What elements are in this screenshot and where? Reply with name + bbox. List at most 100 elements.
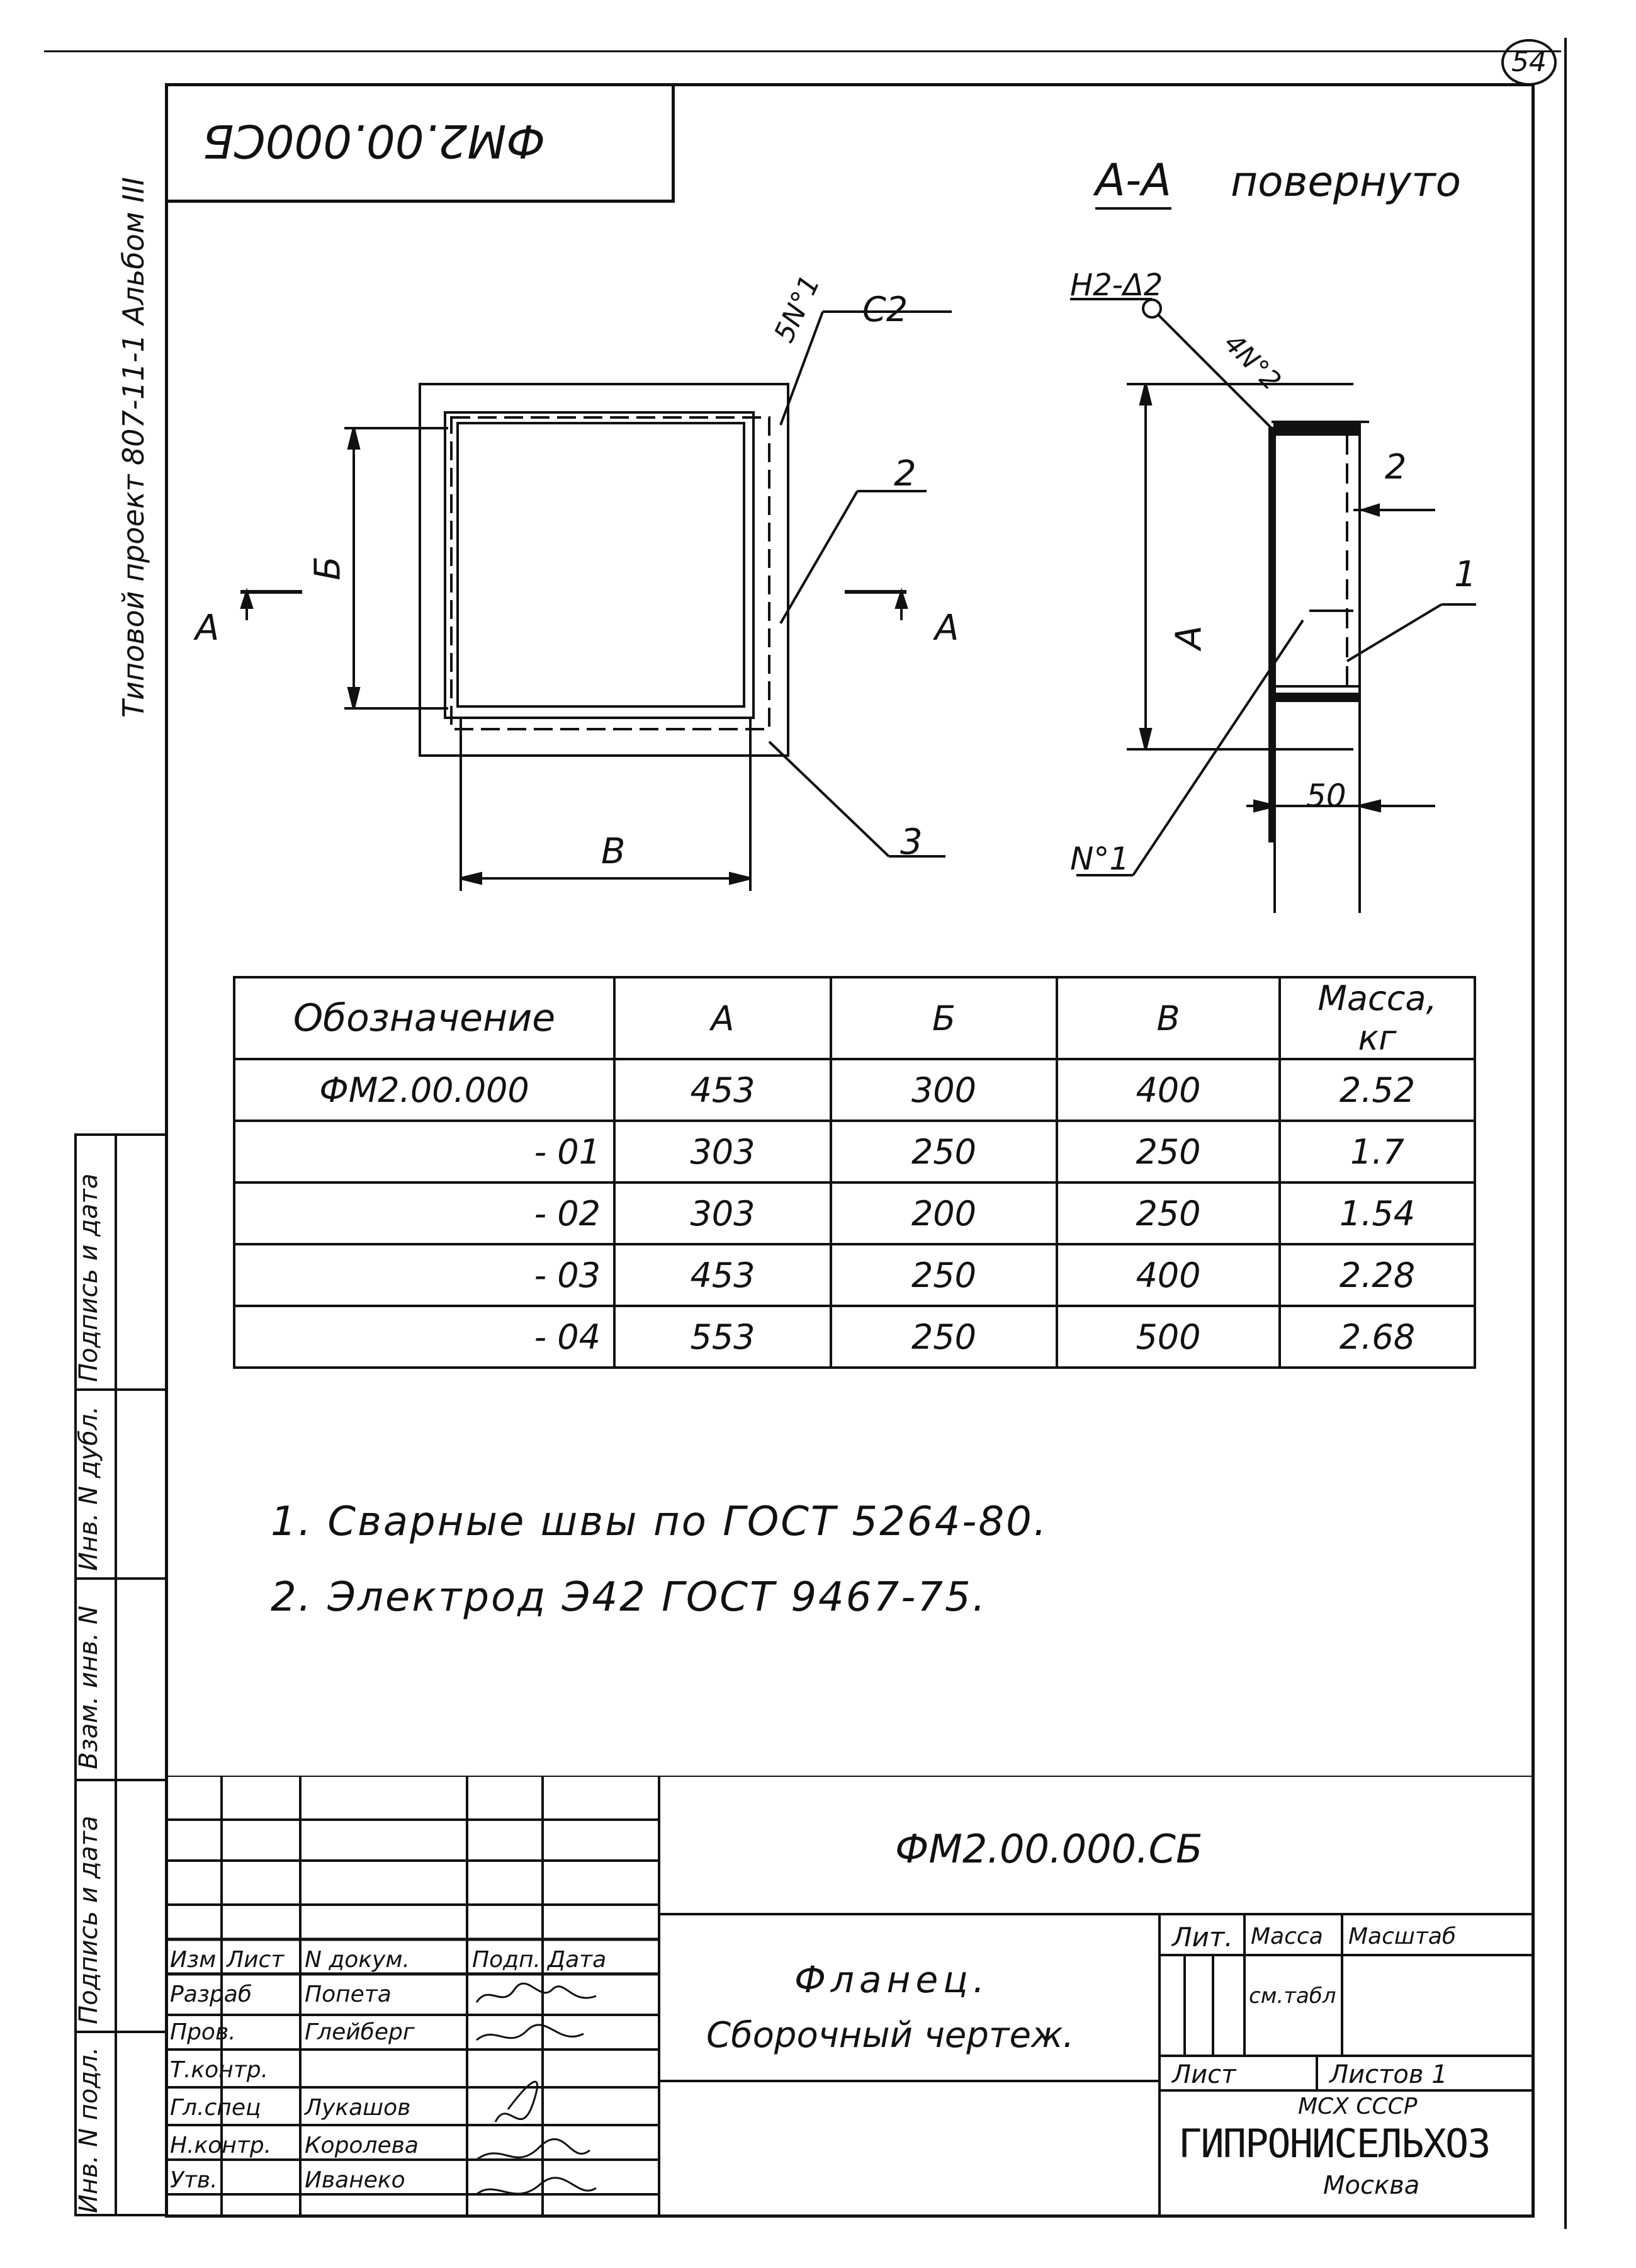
position-2-section: 2 [1385,447,1407,487]
note-2: 2. Электрод Э42 ГОСТ 9467-75. [271,1574,988,1621]
tb-name-chief-spec: Лукашов [305,2095,411,2121]
cell-a: 453 [613,1243,832,1307]
header-designation: Обозначение [233,976,616,1060]
tb-col-sign: Подп. [472,1947,541,1973]
tb-name-checker: Глейберг [305,2019,415,2045]
note-n1-label: N°1 [1070,841,1130,877]
margin-stamp-divider [115,1133,117,2216]
header-a: А [613,976,832,1060]
table-row: - 02 303 200 250 1.54 [233,1181,1476,1245]
cell-b: 200 [830,1181,1058,1245]
tb-role-checker: Пров. [170,2019,236,2045]
tb-mass-value: см.табл [1249,1983,1336,2009]
tb-col-list: Лист [227,1947,285,1973]
code-stamp: ФМ2.00.000СБ [165,83,675,203]
table-header-row: Обозначение А Б В Масса, кг [233,976,1476,1060]
cell-a: 553 [613,1305,832,1369]
cell-mass: 2.28 [1278,1243,1476,1307]
margin-line-2 [74,1577,165,1580]
cell-v: 250 [1056,1120,1281,1184]
project-margin-text: Типовой проект 807-11-1 Альбом III [116,177,150,718]
cell-a: 453 [613,1058,832,1122]
cell-b: 250 [830,1243,1058,1307]
section-view [1070,298,1476,913]
margin-line-3 [74,1779,165,1781]
page-number-circle: 54 [1501,39,1557,86]
cell-v: 400 [1056,1058,1281,1122]
margin-line-4 [74,2031,165,2033]
table-row: ФМ2.00.000 453 300 400 2.52 [233,1058,1476,1122]
margin-label-orig-inv: Инв. N подл. [74,2046,103,2213]
cell-a: 303 [613,1181,832,1245]
position-1: 1 [1454,554,1477,595]
tb-mass-label: Масса [1251,1924,1323,1949]
dim-v-label: В [601,831,626,872]
tb-role-tech-control: Т.контр. [170,2057,269,2083]
flange-outer [419,383,789,757]
cell-b: 250 [830,1120,1058,1184]
tb-sheets-label: Листов 1 [1329,2060,1448,2089]
tb-org-line3: Москва [1323,2171,1420,2200]
frame-dashed [450,416,770,730]
cut-label-left: А [195,608,220,649]
tb-role-approved: Утв. [170,2167,218,2193]
weld-mark-c2: С2 [862,290,908,329]
dim-a-label: А [1168,625,1210,650]
dim-b-label: Б [307,556,349,581]
cell-v: 500 [1056,1305,1281,1369]
cut-label-right: А [935,608,959,649]
cell-mass: 1.54 [1278,1181,1476,1245]
margin-label-sign-date-2: Подпись и дата [74,1815,103,2024]
margin-label-repl-inv: Взам. инв. N [74,1606,103,1769]
position-3: 3 [900,822,923,863]
tb-name-line1: Фланец. [794,1958,990,2001]
cell-b: 300 [830,1058,1058,1122]
cell-designation: ФМ2.00.000 [233,1058,616,1122]
header-mass: Масса, кг [1278,976,1476,1060]
tb-role-norm-control: Н.контр. [170,2133,272,2158]
cell-mass: 2.68 [1278,1305,1476,1369]
signatures [475,1982,597,2196]
tb-name-approved: Иванеко [305,2167,405,2193]
cell-b: 250 [830,1305,1058,1369]
code-stamp-text: ФМ2.00.000СБ [203,115,546,167]
frame-outer-line [444,411,755,719]
frame-inner-line [456,422,745,708]
tb-scale-label: Масштаб [1348,1924,1457,1949]
tb-role-chief-spec: Гл.спец [170,2095,261,2121]
title-block: Изм Лист N докум. Подп. Дата Разраб Пров… [165,1776,1535,2218]
cell-mass: 2.52 [1278,1058,1476,1122]
margin-line-1 [74,1388,165,1391]
tb-org-line2: ГИПРОНИСЕЛЬХОЗ [1178,2121,1491,2167]
tb-col-izm: Изм [170,1947,217,1973]
cell-v: 250 [1056,1181,1281,1245]
tb-col-doc: N докум. [305,1947,410,1973]
dim-50-label: 50 [1306,778,1346,814]
margin-label-dup-inv: Инв. N дубл. [74,1406,103,1571]
drawing-frame [165,83,1535,2218]
spec-table: Обозначение А Б В Масса, кг ФМ2.00.000 4… [233,976,1476,1369]
cell-designation: - 04 [233,1305,616,1369]
margin-label-sign-date-1: Подпись и дата [74,1173,103,1382]
tb-org-line1: МСХ СССР [1298,2094,1418,2119]
spec-table-wrap: Обозначение А Б В Масса, кг ФМ2.00.000 4… [233,976,1476,1369]
top-rule [44,50,1561,52]
tb-doc-code: ФМ2.00.000.СБ [895,1826,1203,1872]
tb-col-date: Дата [548,1947,607,1973]
title-block-grid [165,1776,1535,2218]
margin-stamp [74,1133,165,2216]
cell-v: 400 [1056,1243,1281,1307]
position-2: 2 [894,453,917,494]
weld-mark-h2: Н2-Δ2 [1070,268,1163,303]
cell-mass: 1.7 [1278,1120,1476,1184]
tb-sheet-label: Лист [1172,2060,1236,2089]
header-v: В [1056,976,1281,1060]
section-title: А-А [1095,154,1172,210]
note-1: 1. Сварные швы по ГОСТ 5264-80. [271,1499,1049,1545]
front-view [240,310,952,891]
tb-lit-label: Лит. [1172,1922,1233,1953]
table-row: - 04 553 250 500 2.68 [233,1305,1476,1369]
table-row: - 03 453 250 400 2.28 [233,1243,1476,1307]
header-b: Б [830,976,1058,1060]
table-row: - 01 303 250 250 1.7 [233,1120,1476,1184]
